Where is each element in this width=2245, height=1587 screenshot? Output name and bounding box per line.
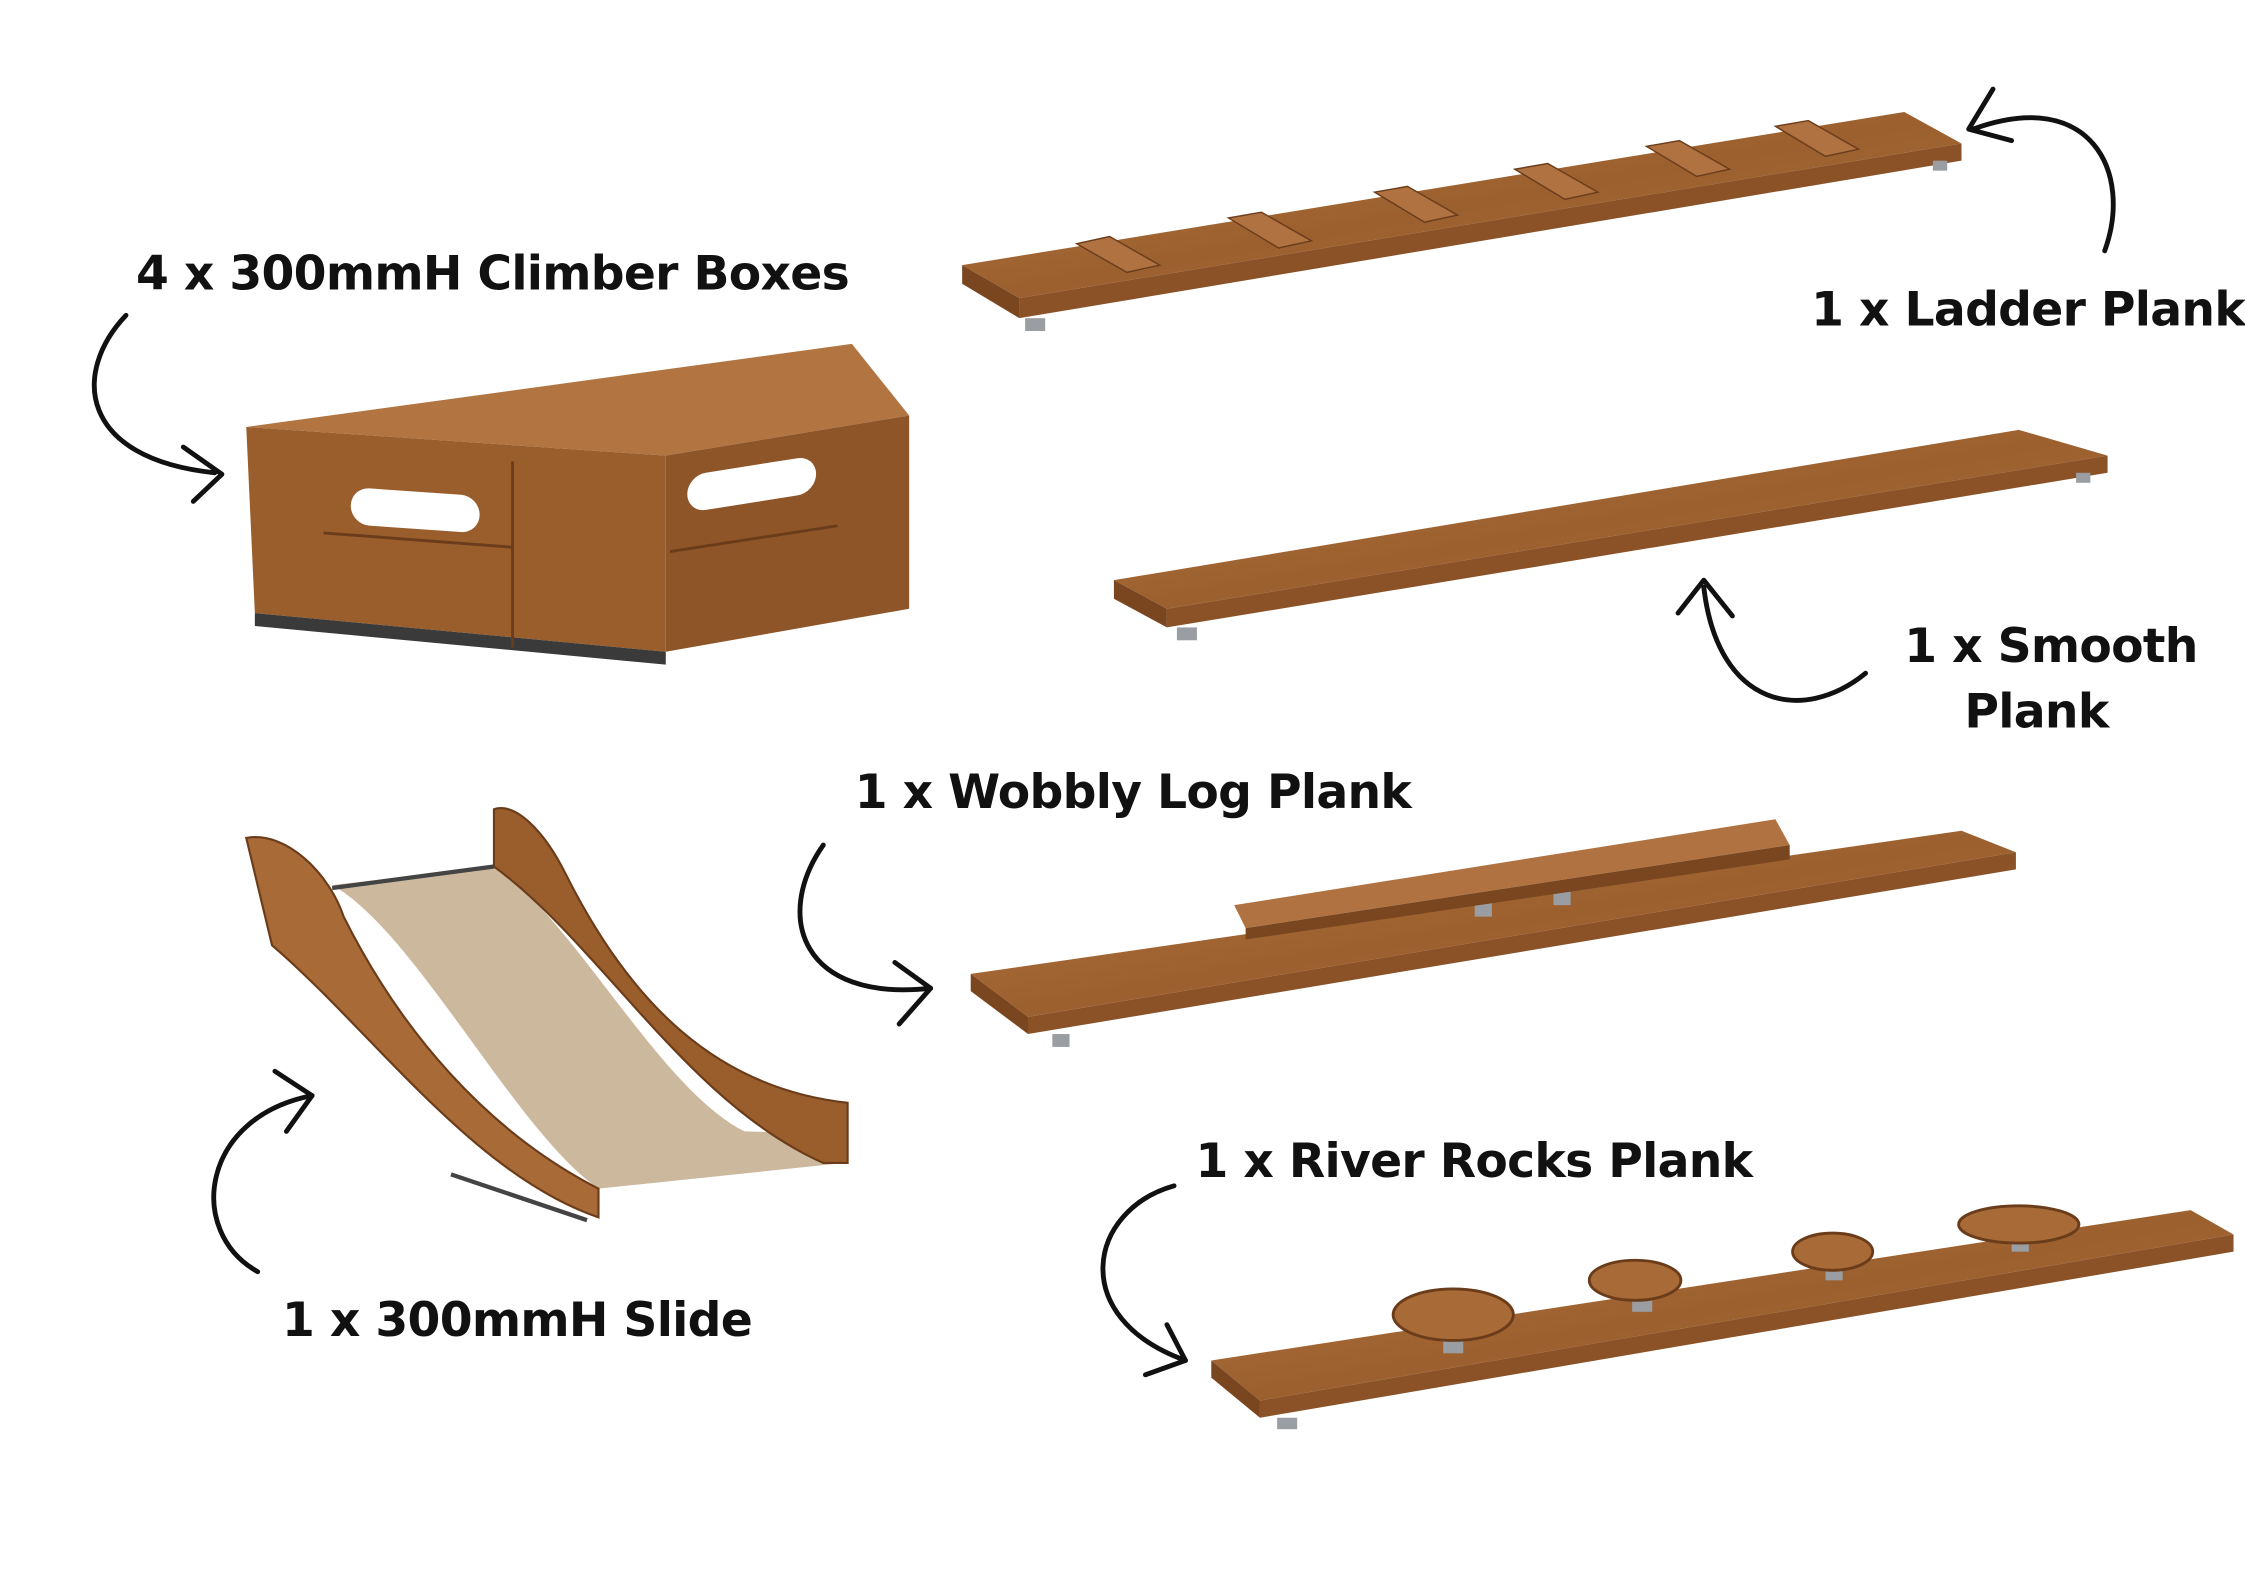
label-climber-boxes: 4 x 300mmH Climber Boxes	[136, 247, 849, 302]
arrow-wobbly-log-plank	[797, 842, 934, 1027]
ladder-plank-image	[962, 111, 1962, 332]
arrow-smooth-plank	[1675, 577, 1869, 703]
label-river-rocks-plank: 1 x River Rocks Plank	[1196, 1134, 1755, 1189]
slide-image	[244, 807, 849, 1223]
label-smooth-plank-line1: 1 x Smooth	[1904, 619, 2197, 674]
arrow-climber-boxes	[91, 312, 225, 504]
label-ladder-plank: 1 x Ladder Plank	[1811, 282, 2245, 337]
label-slide: 1 x 300mmH Slide	[282, 1293, 752, 1348]
label-smooth-plank-line2: Plank	[1964, 685, 2110, 740]
river-rocks-plank-image	[1211, 1204, 2234, 1430]
arrow-river-rocks-plank	[1100, 1183, 1188, 1378]
climber-box-image	[246, 343, 910, 665]
wobbly-log-plank-image	[970, 819, 2016, 1047]
arrow-ladder-plank	[1966, 86, 2116, 254]
arrow-slide	[211, 1068, 315, 1275]
label-wobbly-log-plank: 1 x Wobbly Log Plank	[855, 765, 1414, 820]
smooth-plank-image	[1113, 429, 2108, 641]
